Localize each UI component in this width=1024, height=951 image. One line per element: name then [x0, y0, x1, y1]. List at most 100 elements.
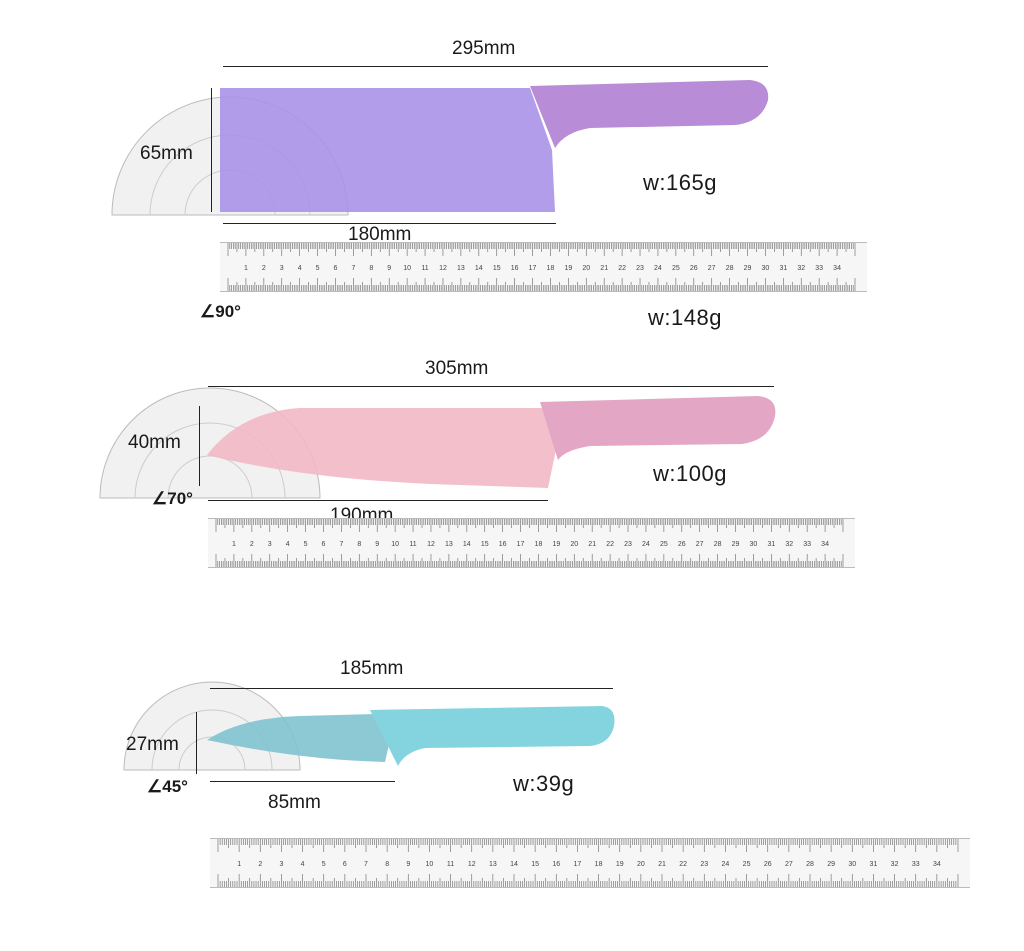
blade-length-line-2: [208, 500, 548, 501]
ruler-number: 7: [351, 265, 355, 272]
ruler-number: 2: [250, 541, 254, 548]
ruler-number: 3: [280, 265, 284, 272]
ruler-number: 3: [279, 861, 283, 868]
ruler-number: 6: [343, 861, 347, 868]
blade-height-line-1: [211, 88, 212, 212]
ruler-number: 5: [316, 265, 320, 272]
ruler-number: 10: [391, 541, 399, 548]
ruler-number: 10: [426, 861, 434, 868]
ruler-number: 4: [298, 265, 302, 272]
total-length-line-3: [210, 688, 613, 689]
ruler-number: 18: [547, 265, 555, 272]
blade-length-label-1: 180mm: [348, 224, 412, 245]
ruler-number: 11: [421, 265, 428, 272]
ruler-number: 17: [574, 861, 582, 868]
ruler-number: 1: [237, 861, 241, 868]
ruler-number: 30: [762, 265, 770, 272]
ruler-number: 5: [322, 861, 326, 868]
ruler-number: 14: [463, 541, 471, 548]
total-length-label-3: 185mm: [340, 658, 404, 679]
weight-label-2: w:100g: [653, 461, 727, 486]
ruler-number: 17: [517, 541, 525, 548]
ruler-number: 27: [708, 265, 716, 272]
ruler-number: 11: [409, 541, 416, 548]
total-length-line-1: [223, 66, 768, 67]
ruler-number: 2: [262, 265, 266, 272]
ruler-number: 26: [678, 541, 686, 548]
ruler-number: 34: [933, 861, 941, 868]
ruler-number: 34: [833, 265, 841, 272]
blade-angle-label-3: ∠45°: [147, 777, 188, 796]
ruler-number: 22: [606, 541, 614, 548]
ruler-number: 29: [744, 265, 752, 272]
ruler-number: 1: [244, 265, 248, 272]
ruler-number: 16: [552, 861, 560, 868]
ruler-number: 16: [499, 541, 507, 548]
ruler-number: 14: [475, 265, 483, 272]
blade-angle-label-1: ∠90°: [200, 302, 241, 321]
ruler-number: 11: [447, 861, 454, 868]
ruler-number: 28: [806, 861, 814, 868]
ruler-number: 30: [848, 861, 856, 868]
ruler-number: 27: [785, 861, 793, 868]
ruler-number: 21: [588, 541, 596, 548]
ruler-number: 31: [870, 861, 878, 868]
ruler-number: 21: [658, 861, 666, 868]
ruler-number: 4: [286, 541, 290, 548]
ruler-number: 19: [552, 541, 560, 548]
ruler-number: 24: [642, 541, 650, 548]
blade-height-label-1: 65mm: [140, 143, 193, 164]
ruler-number: 33: [803, 541, 811, 548]
blade-height-label-3: 27mm: [126, 734, 179, 755]
ruler-number: 27: [696, 541, 704, 548]
ruler-number: 26: [764, 861, 772, 868]
ruler-number: 13: [445, 541, 453, 548]
ruler-number: 2: [258, 861, 262, 868]
blade-length-label-3: 85mm: [268, 792, 321, 813]
ruler-number: 15: [481, 541, 489, 548]
ruler-number: 25: [743, 861, 751, 868]
ruler-number: 25: [672, 265, 680, 272]
blade-height-label-2: 40mm: [128, 432, 181, 453]
ruler-number: 7: [364, 861, 368, 868]
total-length-line-2: [208, 386, 774, 387]
blade-angle-label-2: ∠70°: [152, 489, 193, 508]
ruler-number: 12: [439, 265, 447, 272]
blade-height-line-2: [199, 406, 200, 486]
weight-label-extra: w:148g: [648, 305, 722, 330]
ruler-number: 32: [785, 541, 793, 548]
total-length-label-2: 305mm: [425, 358, 489, 379]
ruler-number: 23: [700, 861, 708, 868]
blade-height-line-3: [196, 712, 197, 774]
blade-length-line-1: [223, 223, 556, 224]
ruler-number: 7: [339, 541, 343, 548]
ruler-number: 13: [457, 265, 465, 272]
ruler-number: 23: [636, 265, 644, 272]
ruler-number: 28: [726, 265, 734, 272]
ruler-number: 28: [714, 541, 722, 548]
ruler-number: 18: [595, 861, 603, 868]
ruler-number: 29: [827, 861, 835, 868]
ruler-number: 12: [427, 541, 435, 548]
ruler-number: 20: [570, 541, 578, 548]
ruler-number: 4: [301, 861, 305, 868]
total-length-label-1: 295mm: [452, 38, 516, 59]
ruler-number: 19: [616, 861, 624, 868]
ruler-number: 12: [468, 861, 476, 868]
ruler-number: 20: [582, 265, 590, 272]
ruler-number: 14: [510, 861, 518, 868]
ruler-number: 8: [369, 265, 373, 272]
ruler-number: 19: [564, 265, 572, 272]
ruler-number: 9: [387, 265, 391, 272]
ruler-number: 21: [600, 265, 608, 272]
ruler-number: 25: [660, 541, 668, 548]
ruler-number: 16: [511, 265, 519, 272]
ruler-number: 13: [489, 861, 497, 868]
ruler-number: 34: [821, 541, 829, 548]
ruler-number: 29: [732, 541, 740, 548]
